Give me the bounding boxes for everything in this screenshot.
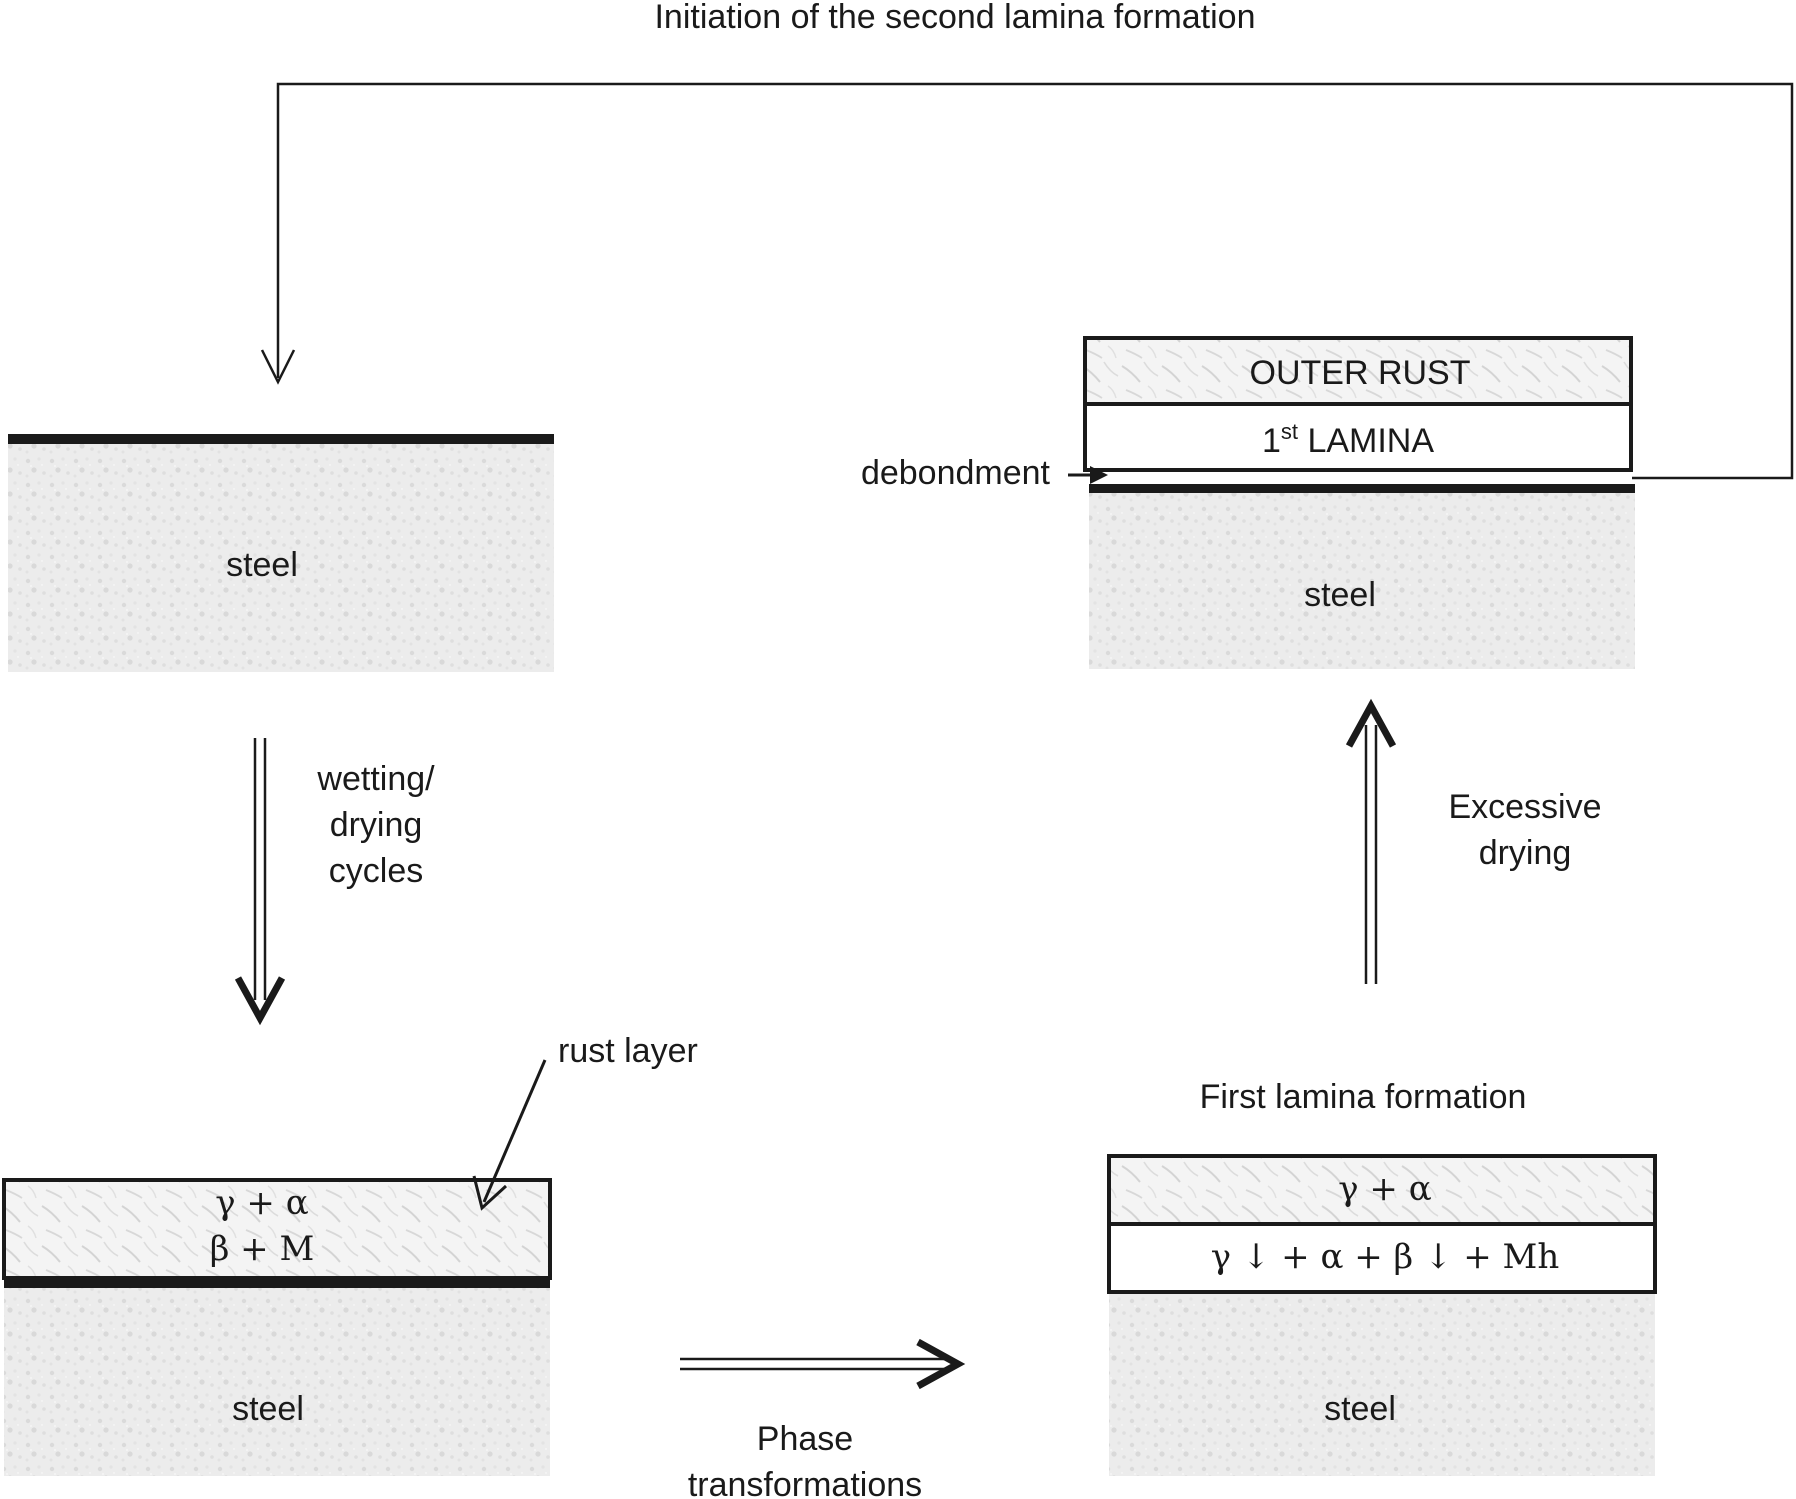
wetting-drying-arrow	[234, 738, 286, 1026]
arrow-label-line2: drying	[1479, 834, 1572, 872]
debondment-label: debondment	[861, 454, 1051, 492]
outer-rust-phases: γ + α	[1338, 1169, 1431, 1209]
outer-rust-box	[1107, 1154, 1657, 1226]
panel-bottom-left: γ + α β + M steel	[2, 1178, 552, 1476]
down-arrowhead-icon	[234, 976, 286, 1026]
up-arrowhead-icon	[1345, 698, 1397, 748]
steel-surface-line	[8, 434, 554, 444]
lamina-label: 1st LAMINA	[1262, 419, 1434, 460]
excessive-drying-arrow	[1345, 698, 1397, 984]
steel-label: steel	[1324, 1390, 1396, 1428]
rust-phase-line2: β + M	[210, 1229, 315, 1269]
down-arrowhead-icon	[260, 349, 296, 385]
steel-label: steel	[232, 1390, 304, 1428]
arrowhead-icon	[472, 1175, 508, 1211]
arrow-label-line2: transformations	[688, 1466, 922, 1499]
lamina-box	[1083, 402, 1633, 472]
rust-layer-pointer	[472, 1059, 547, 1211]
steel-surface-line	[1089, 484, 1635, 493]
right-arrowhead-icon	[916, 1338, 966, 1390]
debondment-pointer	[1068, 466, 1108, 484]
lamina-word: LAMINA	[1298, 422, 1434, 460]
title-text: Initiation of the second lamina formatio…	[654, 0, 1255, 36]
panel-bottom-right: First lamina formation γ + α γ ↓ + α + β…	[1107, 1078, 1657, 1476]
right-arrowhead-icon	[1090, 466, 1108, 484]
lamina-number: 1	[1262, 422, 1281, 460]
steel-block	[1109, 1294, 1655, 1476]
lamina-superscript: st	[1281, 419, 1298, 444]
steel-surface-line	[4, 1278, 550, 1288]
rust-phase-line1: γ + α	[215, 1183, 308, 1223]
feedback-loop-arrow	[260, 82, 1794, 480]
panel-top-left: steel	[8, 434, 554, 672]
panel-top-right: OUTER RUST 1st LAMINA steel	[1083, 336, 1635, 669]
steel-block	[4, 1288, 550, 1476]
rust-layer-callout: rust layer	[558, 1032, 698, 1070]
panel-heading: First lamina formation	[1200, 1078, 1527, 1116]
steel-block	[8, 440, 554, 672]
arrow-label-line1: Excessive	[1448, 788, 1601, 826]
outer-rust-label: OUTER RUST	[1250, 354, 1471, 392]
steel-block	[1089, 493, 1635, 669]
arrow-label-line1: wetting/	[316, 760, 435, 798]
steel-label: steel	[1304, 576, 1376, 614]
lamina-phases: γ ↓ + α + β ↓ + Mh	[1211, 1237, 1560, 1277]
steel-label: steel	[226, 546, 298, 584]
arrow-label-line2: drying	[330, 806, 423, 844]
arrow-label-line3: cycles	[329, 852, 423, 890]
debond-gap	[1089, 472, 1629, 484]
phase-transformation-arrow	[680, 1338, 966, 1390]
arrow-label-line1: Phase	[757, 1420, 853, 1458]
lamina-box	[1107, 1222, 1657, 1294]
